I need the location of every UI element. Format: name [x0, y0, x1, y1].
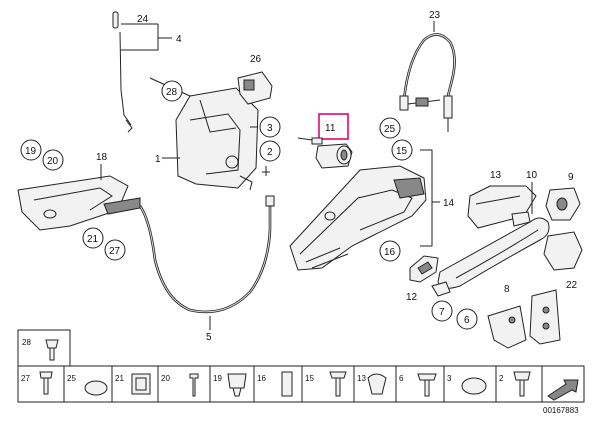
legend-label-2: 2	[499, 374, 504, 383]
torx-screw-icon	[417, 373, 437, 397]
diagram-part-number: 00167883	[543, 406, 579, 415]
callout-14: 14	[443, 198, 455, 209]
callout-6: 6	[464, 315, 470, 326]
bowden-cable	[138, 195, 275, 314]
bushing-icon	[281, 371, 293, 397]
clip-icon	[39, 371, 53, 395]
hardware-legend: 28 27 25 21 20 19 16 15 13 6 3 2	[17, 329, 585, 403]
legend-label-25: 25	[67, 374, 76, 383]
callout-19: 19	[25, 146, 37, 157]
callout-25: 25	[384, 124, 396, 135]
callout-28: 28	[166, 87, 178, 98]
handle-carrier	[289, 165, 427, 271]
actuator-26	[237, 71, 273, 105]
cap-icon	[367, 373, 387, 395]
rod-assembly	[112, 11, 172, 133]
legend-label-27: 27	[21, 374, 30, 383]
plug-icon	[84, 380, 108, 396]
legend-top-label: 28	[22, 338, 31, 347]
hex-bolt-icon	[513, 371, 531, 397]
highlight-box-11	[318, 113, 349, 140]
callout-10: 10	[526, 170, 538, 181]
nut-clip-icon	[131, 373, 151, 395]
callout-11: 11	[325, 123, 336, 134]
callout-5: 5	[206, 332, 212, 343]
legend-cell-top	[17, 329, 71, 367]
callout-18: 18	[96, 152, 108, 163]
bowden-cable-23	[399, 33, 456, 132]
callout-15: 15	[396, 146, 408, 157]
legend-label-13: 13	[357, 374, 366, 383]
end-cap-22	[543, 231, 583, 271]
outer-handle	[437, 185, 550, 289]
callout-12: 12	[406, 292, 418, 303]
legend-label-21: 21	[115, 374, 124, 383]
callout-1: 1	[155, 154, 161, 165]
direction-arrow-icon	[547, 379, 579, 401]
callout-2: 2	[267, 147, 273, 158]
callout-4: 4	[176, 34, 182, 45]
callout-13: 13	[490, 170, 502, 181]
callout-9: 9	[568, 172, 574, 183]
bolt-icon	[329, 371, 347, 397]
callout-3: 3	[267, 123, 273, 134]
screw-icon	[189, 373, 199, 397]
gasket-12	[409, 255, 439, 283]
lock-cylinder	[297, 137, 353, 169]
callout-7: 7	[439, 307, 445, 318]
callout-8: 8	[504, 284, 510, 295]
callout-20: 20	[47, 156, 59, 167]
legend-label-3: 3	[447, 374, 452, 383]
callout-24: 24	[137, 14, 149, 25]
callout-21: 21	[87, 234, 99, 245]
grommet-icon	[227, 373, 247, 397]
arrow-cell	[541, 365, 585, 403]
bracket-8	[487, 289, 561, 349]
legend-label-20: 20	[161, 374, 170, 383]
end-cap-9	[545, 187, 581, 221]
callout-27: 27	[109, 246, 121, 257]
callout-26: 26	[250, 54, 262, 65]
legend-label-15: 15	[305, 374, 314, 383]
callout-23: 23	[429, 10, 441, 21]
legend-label-16: 16	[257, 374, 266, 383]
legend-label-6: 6	[399, 374, 404, 383]
inner-handle	[17, 175, 141, 231]
callout-22: 22	[566, 280, 578, 291]
legend-label-19: 19	[213, 374, 222, 383]
callout-16: 16	[384, 247, 396, 258]
cover-cap-icon	[461, 377, 487, 395]
